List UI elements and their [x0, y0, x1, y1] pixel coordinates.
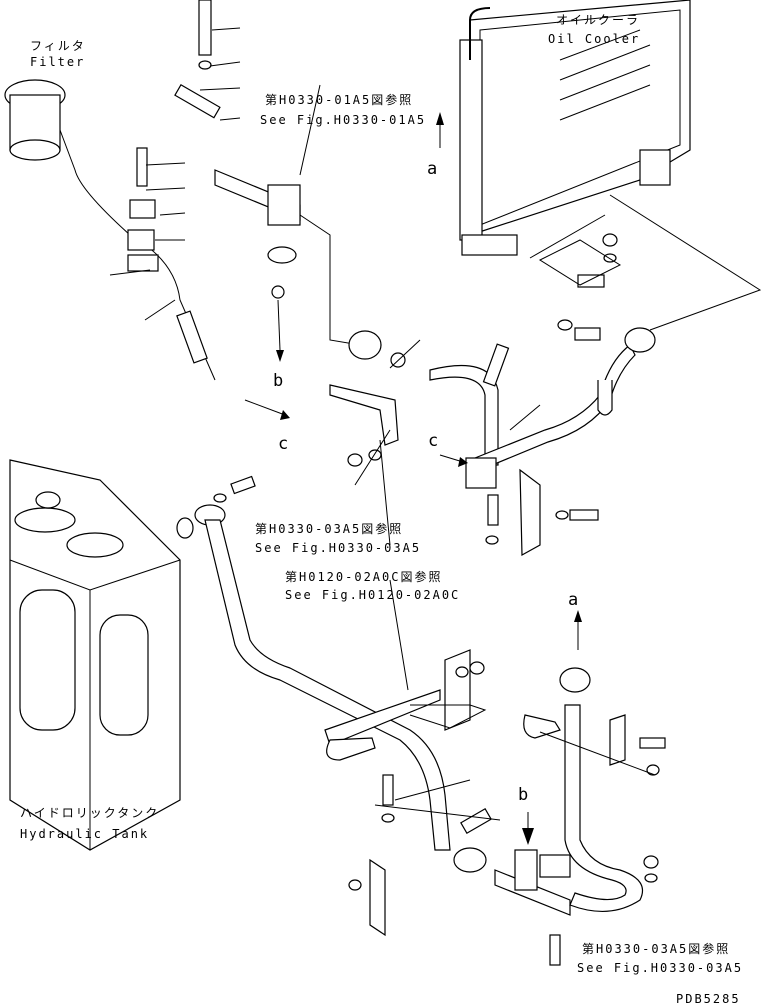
hydraulic-tank-label-ja: ハイドロリックタンク: [20, 806, 159, 820]
filter-drawing: [4, 79, 216, 381]
ref-h0330-03a5-en: See Fig.H0330-03A5: [255, 541, 421, 555]
bolts-top: [109, 0, 241, 321]
ref-h0120-02a0c-ja: 第H0120-02A0C図参照: [285, 569, 442, 584]
ref-h0330-03a5-ja: 第H0330-03A5図参照: [255, 521, 403, 536]
oil-cooler-label-en: Oil Cooler: [548, 32, 640, 46]
hydraulic-tank-label-en: Hydraulic Tank: [20, 827, 149, 841]
connection-a-lower: a: [568, 590, 578, 610]
connection-b-lower: b: [518, 785, 528, 805]
filter-label-en: Filter: [30, 55, 85, 69]
connection-a-upper: a: [427, 159, 437, 179]
oil-cooler-drawing: [459, 0, 691, 256]
hydraulic-tank-drawing: [9, 459, 194, 851]
ref-h0330-01a5-en: See Fig.H0330-01A5: [260, 113, 426, 127]
drawing-number: PDB5285: [676, 992, 741, 1006]
lower-pipes: [194, 112, 666, 966]
ref-h0330-03a5-bottom-ja: 第H0330-03A5図参照: [582, 941, 730, 956]
filter-label-ja: フィルタ: [30, 39, 86, 53]
connection-b-upper: b: [273, 371, 283, 391]
ref-h0120-02a0c-en: See Fig.H0120-02A0C: [285, 588, 460, 602]
connection-c-right: c: [428, 431, 438, 451]
oil-cooler-label-ja: オイルクーラ: [556, 13, 640, 27]
ref-h0330-01a5-ja: 第H0330-01A5図参照: [265, 92, 413, 107]
ref-h0330-03a5-bottom-en: See Fig.H0330-03A5: [577, 961, 743, 975]
upper-pipes: [214, 84, 762, 557]
connection-c-left: c: [278, 434, 288, 454]
